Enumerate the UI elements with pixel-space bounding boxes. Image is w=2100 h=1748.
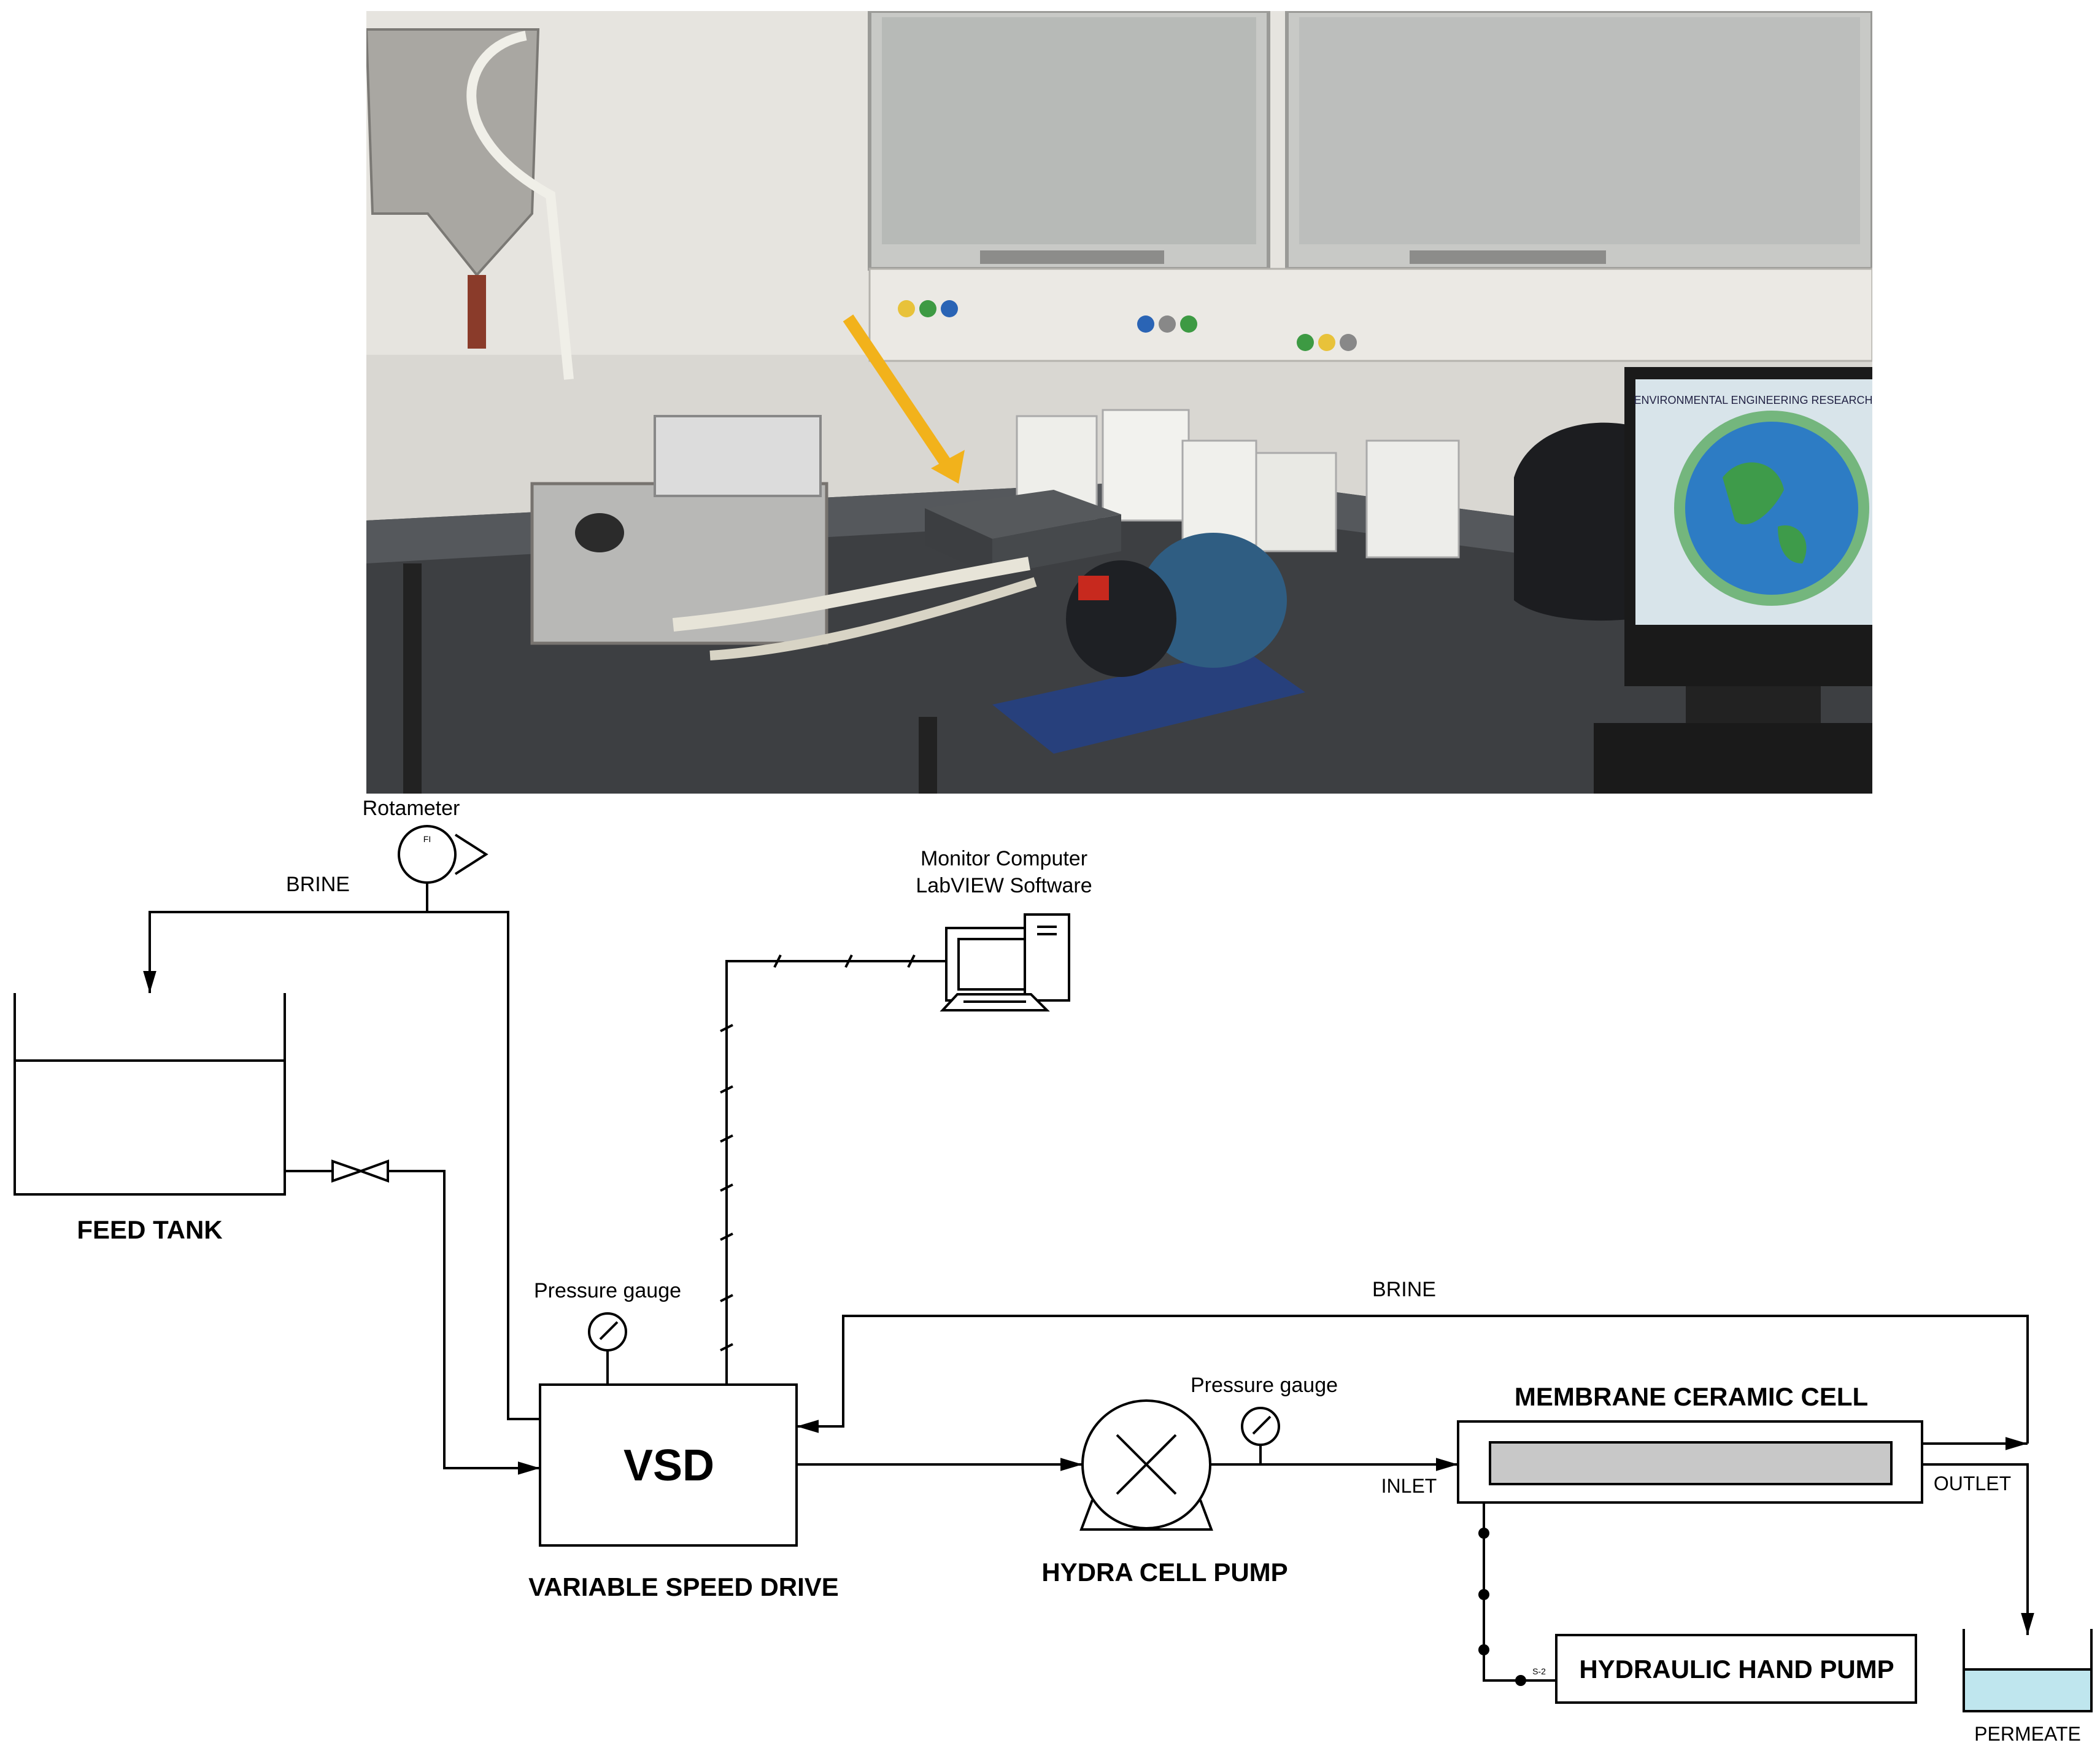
pressure-gauge-icon bbox=[588, 1312, 627, 1385]
permeate-tank bbox=[1963, 1629, 2093, 1712]
feed-valve-icon bbox=[331, 1159, 389, 1183]
outlet-label: OUTLET bbox=[1934, 1472, 2011, 1495]
hydraulic-hand-pump-label: HYDRAULIC HAND PUMP bbox=[1579, 1655, 1894, 1684]
brine-label-top: BRINE bbox=[286, 873, 350, 896]
membrane-ceramic-cell-label: MEMBRANE CERAMIC CELL bbox=[1515, 1382, 1868, 1411]
inlet-label: INLET bbox=[1381, 1475, 1437, 1497]
computer-icon bbox=[940, 913, 1070, 1011]
membrane-cell-housing bbox=[1457, 1420, 1923, 1504]
pump-icon bbox=[1079, 1399, 1213, 1531]
fume-hood-left bbox=[868, 11, 1270, 271]
rotameter-label: Rotameter bbox=[363, 797, 460, 820]
feed-tank bbox=[14, 993, 286, 1196]
hand-pump-line bbox=[1483, 1502, 1556, 1682]
monitor-label-line2: LabVIEW Software bbox=[916, 874, 1092, 897]
signal-line bbox=[725, 960, 945, 1385]
chemical-bottles bbox=[1016, 409, 1460, 559]
monitor-screen-text: ENVIRONMENTAL ENGINEERING RESEARCH bbox=[1634, 394, 1872, 406]
permeate-line bbox=[1922, 1463, 2034, 1635]
brine-return-line bbox=[143, 883, 428, 993]
brine-recycle-line bbox=[797, 1315, 2029, 1444]
pressure-gauge-pump-icon bbox=[1241, 1407, 1280, 1464]
membrane-element bbox=[1489, 1441, 1893, 1485]
junction-dots bbox=[1478, 1528, 1526, 1686]
brine-label-right: BRINE bbox=[1372, 1278, 1436, 1301]
feed-line bbox=[285, 1170, 540, 1468]
pressure-gauge-pump-label: Pressure gauge bbox=[1191, 1374, 1338, 1397]
permeate-label: PERMEATE bbox=[1974, 1723, 2081, 1745]
lab-computer-monitor: ENVIRONMENTAL ENGINEERING RESEARCH bbox=[1594, 367, 1872, 794]
monitor-label-line1: Monitor Computer bbox=[921, 847, 1087, 870]
hand-pump-tag: S-2 bbox=[1532, 1666, 1546, 1676]
variable-speed-drive-label: VARIABLE SPEED DRIVE bbox=[528, 1572, 839, 1601]
rotameter-tag: FI bbox=[423, 834, 431, 844]
outlet-knobs bbox=[898, 300, 1357, 351]
brine-from-vsd-line bbox=[427, 911, 540, 1420]
rotameter-icon bbox=[398, 825, 488, 884]
pump-photo bbox=[992, 533, 1305, 754]
highlight-arrow bbox=[843, 314, 965, 484]
vsd-label: VSD bbox=[623, 1441, 714, 1490]
hydra-cell-pump-label: HYDRA CELL PUMP bbox=[1041, 1558, 1287, 1587]
lab-setup-photo: ENVIRONMENTAL ENGINEERING RESEARCH bbox=[366, 11, 1872, 794]
feed-tank-label: FEED TANK bbox=[77, 1215, 222, 1244]
hydraulic-hand-pump-box bbox=[1555, 1634, 1917, 1704]
fume-hood-right bbox=[1285, 11, 1872, 271]
feed-hopper bbox=[366, 28, 574, 380]
pressure-gauge-vsd-label: Pressure gauge bbox=[534, 1279, 681, 1302]
signal-hash-marks bbox=[720, 954, 916, 1352]
